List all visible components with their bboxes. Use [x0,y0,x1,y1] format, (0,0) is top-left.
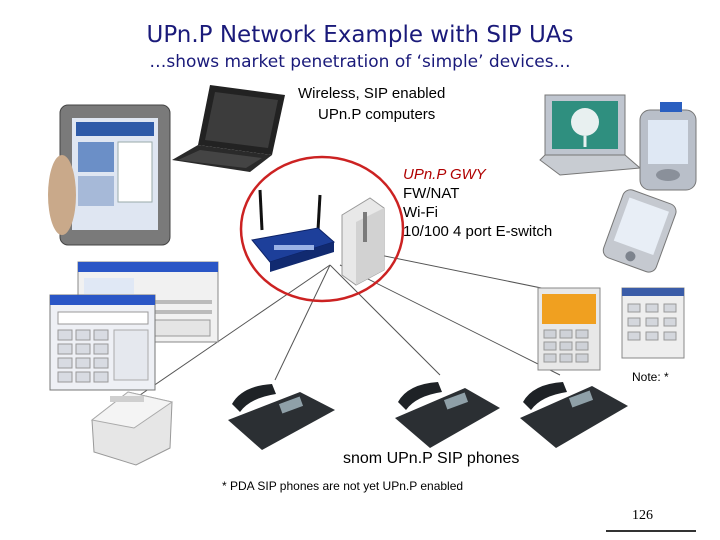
laptop-black [172,85,285,172]
note-label: Note: * [632,370,669,384]
gateway-feature-switch: 10/100 4 port E-switch [403,223,553,240]
gateway-title: UPn.P GWY [403,166,486,183]
printer [90,391,174,466]
gateway-label: UPn.P GWY FW/NAT Wi-Fi 10/100 4 port E-s… [403,165,552,241]
cable-modem [341,197,385,286]
slide-title: UPn.P Network Example with SIP UAs [146,22,574,48]
page-number: 126 [632,508,653,523]
laptop-silver [539,94,642,176]
line-to-phone-right [339,264,561,376]
wireless-computers-label: Wireless, SIP enabled UPn.P computers [298,83,445,125]
pda-phone-screen-orange [537,287,601,371]
wireless-label-line2: UPn.P computers [318,106,436,123]
sip-phone-left [228,384,335,450]
page-number-rule [606,530,696,532]
line-to-printer [139,264,331,396]
wireless-label-line1: Wireless, SIP enabled [298,85,446,102]
gateway-highlight-circle [239,155,405,303]
pda-top [639,102,697,191]
tablet-pc [48,104,171,246]
phone-app-window [49,294,156,391]
gateway-feature-fwnat: FW/NAT [403,185,460,202]
sip-phone-right [520,382,628,448]
sip-phone-middle [395,382,500,448]
pda-phone-screen-grey [621,287,685,359]
footnote: * PDA SIP phones are not yet UPn.P enabl… [222,479,464,493]
gateway-feature-wifi: Wi-Fi [403,204,438,221]
line-to-phone-left [274,264,331,381]
slide-subtitle: …shows market penetration of ‘simple’ de… [149,52,571,72]
line-to-phone-middle [329,264,441,376]
pda-middle [602,189,677,273]
wireless-router [251,189,336,272]
phones-label: snom UPn.P SIP phones [343,450,520,467]
